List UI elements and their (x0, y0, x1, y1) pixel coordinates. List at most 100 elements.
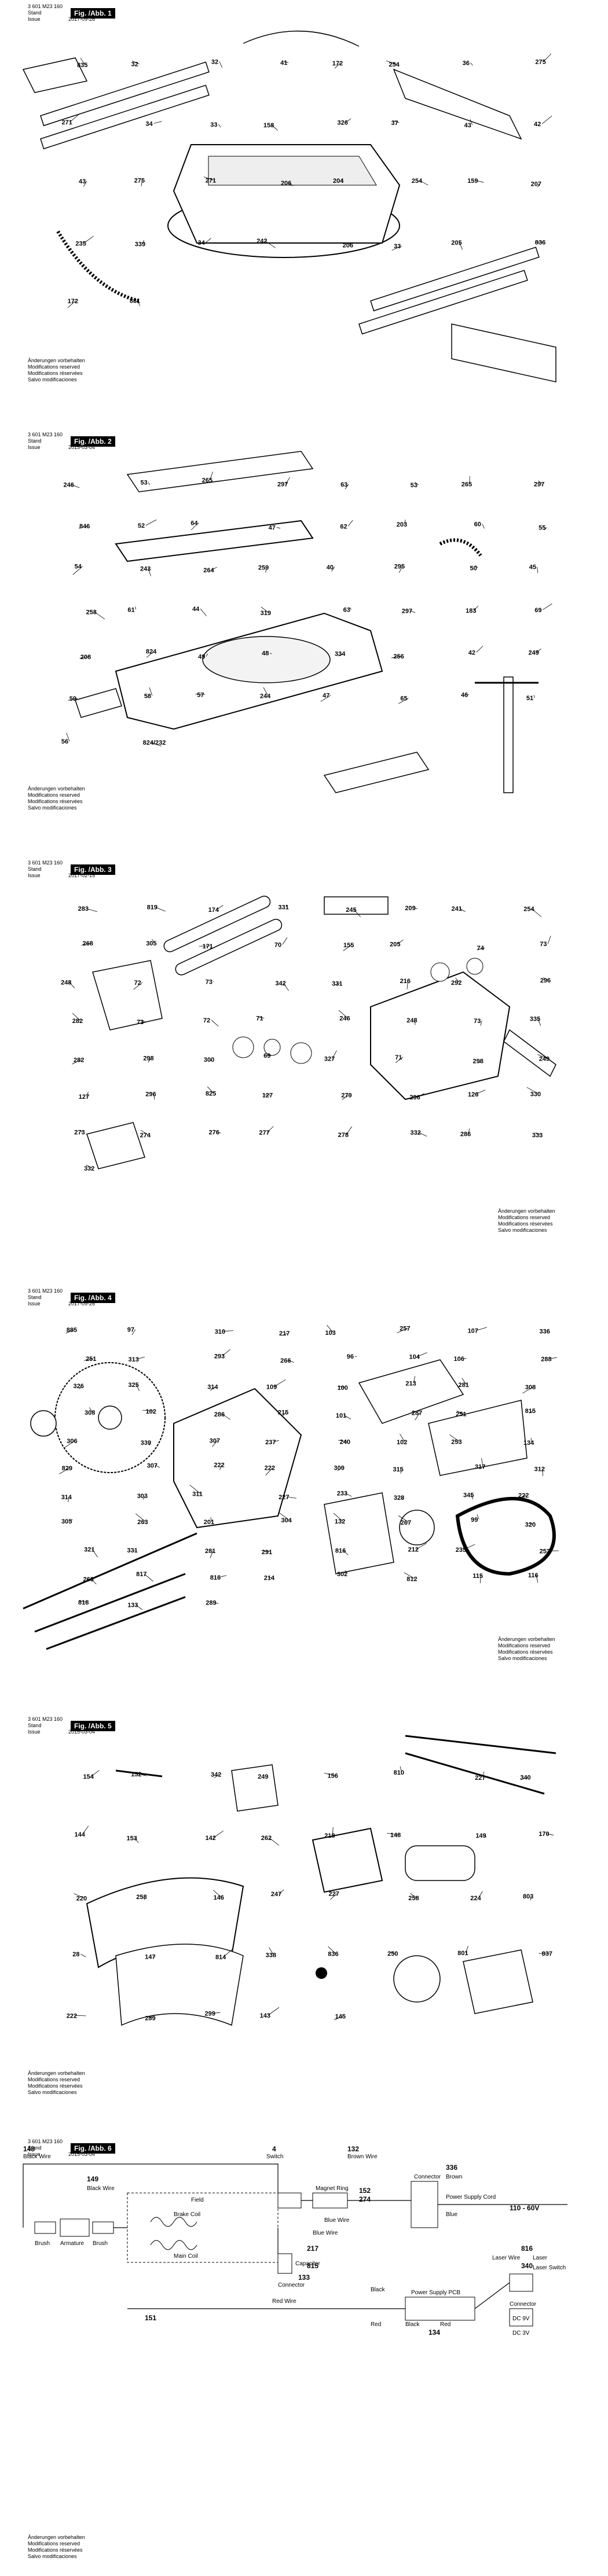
wire-148 (23, 2163, 279, 2228)
brush-left (34, 2221, 56, 2234)
leader-line (86, 1164, 93, 1169)
blade-guard-housing (173, 1388, 302, 1529)
part-callout: 258 (408, 1895, 419, 1902)
note-es: Salvo modificaciones (498, 1227, 547, 1233)
notes-block: Änderungen vorbehalten Modifications res… (498, 1636, 555, 1662)
motor-housing (312, 1827, 383, 1893)
rail-right-2 (358, 270, 528, 335)
leader-line (456, 1411, 464, 1414)
part-callout: 126 (468, 1091, 478, 1098)
part-callout: 58 (144, 693, 151, 700)
leader-line (398, 698, 409, 704)
part-callout: 73 (540, 941, 547, 948)
part-callout: 73 (474, 1018, 481, 1025)
part-callout: 326 (338, 120, 348, 127)
part-callout: 34 (145, 120, 153, 127)
leader-line (529, 1410, 533, 1414)
part-callout: 145 (335, 2014, 346, 2021)
part-callout: 62 (340, 523, 347, 530)
part-number: 3 601 M23 160 (28, 860, 63, 866)
leader-line (210, 472, 213, 480)
issue-label: Issue (28, 16, 41, 22)
blade-hub (98, 1405, 122, 1430)
part-callout: 846 (79, 523, 90, 530)
part-callout: 336 (539, 1328, 550, 1335)
part-callout: 275 (134, 178, 145, 185)
leader-line (135, 1605, 143, 1610)
stand-label: Stand (28, 866, 42, 872)
part-callout: 279 (341, 1092, 351, 1099)
part-callout: 45 (529, 564, 536, 571)
armature-146 (405, 1845, 475, 1881)
leader-line (203, 176, 214, 181)
part-callout: 220 (76, 1895, 87, 1902)
rail-tube-2 (175, 919, 283, 976)
rail-tube-1 (163, 896, 271, 952)
bracket-left (92, 960, 163, 1031)
leader-line (409, 610, 416, 613)
part-callout: 263 (137, 1519, 148, 1526)
leader-line (404, 1572, 415, 1579)
leader-line (413, 907, 417, 910)
leader-line (470, 119, 473, 125)
leader-line (148, 1442, 150, 1446)
wire-label: Laser (533, 2255, 548, 2261)
brush-cap-144 (231, 1764, 279, 1812)
leader-line (415, 1412, 420, 1421)
part-callout: 265 (202, 477, 213, 484)
leader-line (542, 603, 552, 610)
leader-line (133, 982, 142, 990)
wiring-part-number: 133 (298, 2273, 310, 2281)
part-callout: 885 (67, 1327, 77, 1334)
leader-line (331, 566, 335, 572)
part-callout: 305 (61, 1518, 72, 1525)
leader-line (83, 1358, 94, 1361)
leader-line (65, 1329, 75, 1334)
base-top (208, 156, 377, 186)
part-callout: 342 (211, 1771, 221, 1778)
wiring-part-number: 340 (521, 2262, 533, 2270)
part-callout: 296 (409, 1094, 420, 1101)
part-number: 3 601 M23 160 (28, 1288, 63, 1294)
part-callout: 335 (530, 1016, 540, 1023)
end-plate-145 (463, 1949, 533, 2014)
part-callout: 156 (328, 1772, 338, 1779)
leader-line (530, 1438, 532, 1443)
part-callout: 133 (127, 1602, 138, 1609)
part-callout: 257 (400, 1325, 410, 1332)
wire-label: Field (191, 2197, 204, 2203)
part-callout: 276 (208, 1129, 219, 1136)
leader-line (218, 1575, 227, 1578)
part-callout: 106 (454, 1356, 464, 1363)
leader-line (345, 118, 351, 123)
part-callout: 40 (327, 564, 334, 571)
wiring-part-number: 132 (347, 2145, 359, 2153)
part-callout: 299 (204, 2011, 215, 2018)
ring-71c (430, 962, 450, 982)
part-callout: 212 (408, 1547, 419, 1554)
part-callout: 328 (394, 1495, 404, 1502)
leader-line (406, 981, 408, 989)
part-callout: 152 (131, 1771, 141, 1778)
leader-line (330, 1893, 337, 1900)
leader-line (212, 1440, 218, 1447)
shaft-824 (503, 676, 514, 793)
part-callout: 262 (261, 1835, 272, 1842)
issue-label: Issue (28, 1729, 41, 1735)
leader-line (353, 909, 361, 918)
part-callout: 222 (214, 1462, 224, 1469)
part-callout: 258 (136, 1894, 146, 1901)
leader-line (470, 62, 473, 66)
leader-line (71, 484, 80, 488)
part-callout: 206 (281, 180, 291, 187)
leader-line (473, 605, 479, 611)
leader-line (206, 653, 208, 657)
part-callout: 116 (528, 1572, 539, 1579)
notes-block: Änderungen vorbehalten Modifications res… (28, 786, 85, 811)
leader-line (72, 1059, 82, 1065)
part-callout: 331 (278, 904, 288, 911)
part-callout: 57 (197, 692, 204, 699)
